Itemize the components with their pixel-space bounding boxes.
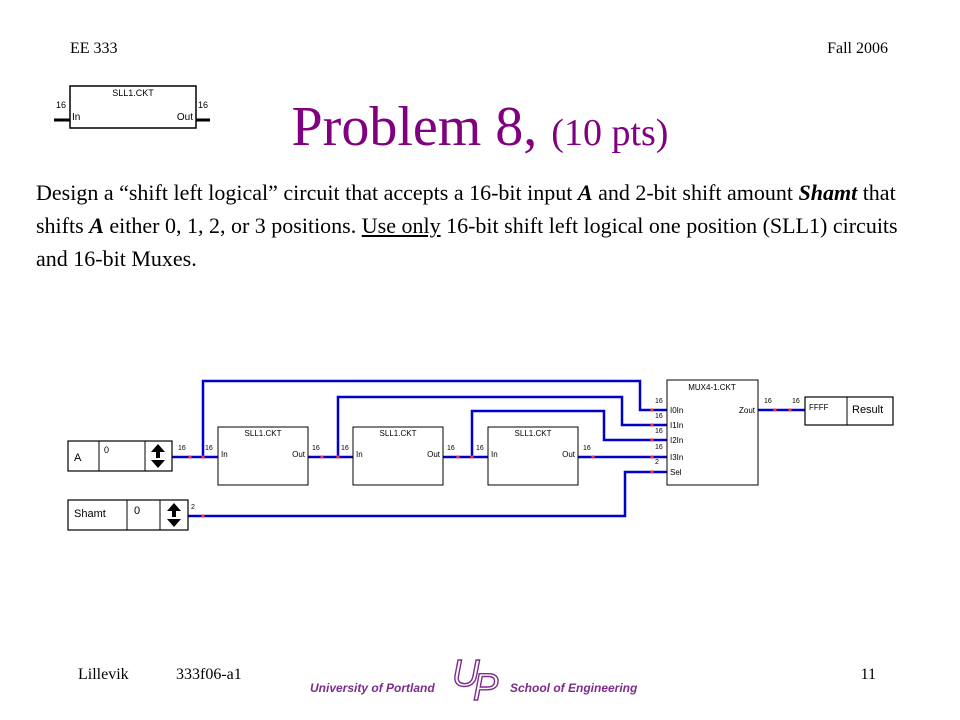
sll1-block-1: SLL1.CKT In Out bbox=[217, 426, 309, 486]
svg-text:U: U bbox=[452, 653, 480, 695]
bus-width-label: 2 bbox=[191, 504, 195, 511]
sll1-icon-in-width: 16 bbox=[56, 100, 66, 110]
mux-4to1-block: MUX4-1.CKT I0In I1In I2In I3In Sel Zout bbox=[666, 379, 759, 486]
sll1-icon-in: In bbox=[72, 112, 80, 123]
sll1-icon: SLL1.CKT In Out 16 16 bbox=[54, 85, 210, 129]
bus-width-label: 16 bbox=[764, 398, 772, 405]
bus-width-label: 16 bbox=[583, 445, 591, 452]
svg-text:P: P bbox=[473, 667, 499, 704]
input-shamt-value: 0 bbox=[134, 505, 140, 517]
bus-width-label: 16 bbox=[655, 398, 663, 405]
sll1-block-in: In bbox=[356, 450, 363, 459]
bus-width-label: 16 bbox=[476, 445, 484, 452]
sll1-block-out: Out bbox=[562, 450, 576, 459]
footer-author: Lillevik bbox=[78, 666, 129, 683]
input-a-value: 0 bbox=[104, 445, 109, 455]
slide-title: Problem 8, (10 pts) bbox=[0, 92, 960, 168]
mux-title: MUX4-1.CKT bbox=[688, 383, 736, 392]
bus-width-label: 16 bbox=[655, 413, 663, 420]
mux-out-label: Zout bbox=[739, 406, 756, 415]
body-text-4: either 0, 1, 2, or 3 positions. bbox=[103, 213, 362, 238]
mux-i1-label: I1In bbox=[670, 421, 683, 430]
input-a-label: A bbox=[74, 452, 82, 464]
footer-course-id: 333f06-a1 bbox=[176, 666, 242, 683]
input-a-switch[interactable]: A 0 bbox=[67, 440, 173, 472]
input-shamt-label: Shamt bbox=[74, 508, 106, 520]
title-points: (10 pts) bbox=[551, 112, 669, 154]
sll1-icon-out-width: 16 bbox=[198, 100, 208, 110]
sll1-icon-title: SLL1.CKT bbox=[112, 88, 154, 98]
sll1-block-in: In bbox=[221, 450, 228, 459]
sll1-block-out: Out bbox=[427, 450, 441, 459]
up-monogram-icon: U P bbox=[451, 652, 499, 704]
body-underlined: Use only bbox=[361, 213, 441, 238]
sll1-icon-out: Out bbox=[177, 112, 193, 123]
up-down-arrow-icon bbox=[151, 444, 165, 468]
mux-i2-label: I2In bbox=[670, 436, 683, 445]
body-text-1: Design a “shift left logical” circuit th… bbox=[36, 180, 578, 205]
output-result-display: FFFF Result bbox=[804, 396, 894, 426]
mux-i0-label: I0In bbox=[670, 406, 683, 415]
sll1-block-title: SLL1.CKT bbox=[515, 429, 552, 438]
title-main: Problem 8, bbox=[291, 96, 538, 158]
var-a: A bbox=[577, 180, 593, 205]
sll1-block-out: Out bbox=[292, 450, 306, 459]
bus-width-label: 16 bbox=[178, 445, 186, 452]
sll1-block-title: SLL1.CKT bbox=[380, 429, 417, 438]
input-shamt-switch[interactable]: Shamt 0 bbox=[67, 499, 189, 531]
bus-width-label: 16 bbox=[312, 445, 320, 452]
body-text-3: that shifts bbox=[36, 180, 896, 238]
sll1-block-3: SLL1.CKT In Out bbox=[487, 426, 579, 486]
output-value: FFFF bbox=[809, 403, 829, 412]
header-course: EE 333 bbox=[70, 40, 118, 57]
bus-width-label: 16 bbox=[655, 428, 663, 435]
body-text-2: and 2-bit shift amount bbox=[592, 180, 799, 205]
page-number: 11 bbox=[860, 666, 876, 683]
bus-width-label: 16 bbox=[341, 445, 349, 452]
up-down-arrow-icon bbox=[167, 503, 181, 527]
bus-width-label: 16 bbox=[447, 445, 455, 452]
problem-statement: Design a “shift left logical” circuit th… bbox=[36, 176, 926, 275]
sll1-block-in: In bbox=[491, 450, 498, 459]
sll1-block-2: SLL1.CKT In Out bbox=[352, 426, 444, 486]
sll1-block-title: SLL1.CKT bbox=[245, 429, 282, 438]
var-shamt: Shamt bbox=[798, 180, 858, 205]
header-term: Fall 2006 bbox=[827, 40, 888, 57]
bus-width-labels: 16 16 16 16 16 16 16 16 16 16 16 2 2 16 … bbox=[178, 398, 800, 511]
body-text-5: 16-bit shift left logical one position (… bbox=[36, 213, 898, 271]
bus-width-label: 16 bbox=[792, 398, 800, 405]
school-name: School of Engineering bbox=[510, 681, 638, 695]
output-label: Result bbox=[852, 404, 883, 416]
mux-i3-label: I3In bbox=[670, 453, 683, 462]
university-logo: University of Portland U P School of Eng… bbox=[310, 652, 638, 704]
bus-width-label: 16 bbox=[655, 444, 663, 451]
var-a-2: A bbox=[89, 213, 104, 238]
university-name: University of Portland bbox=[310, 681, 435, 695]
bus-width-label: 16 bbox=[205, 445, 213, 452]
bus-width-label: 2 bbox=[655, 459, 659, 466]
mux-sel-label: Sel bbox=[670, 468, 682, 477]
